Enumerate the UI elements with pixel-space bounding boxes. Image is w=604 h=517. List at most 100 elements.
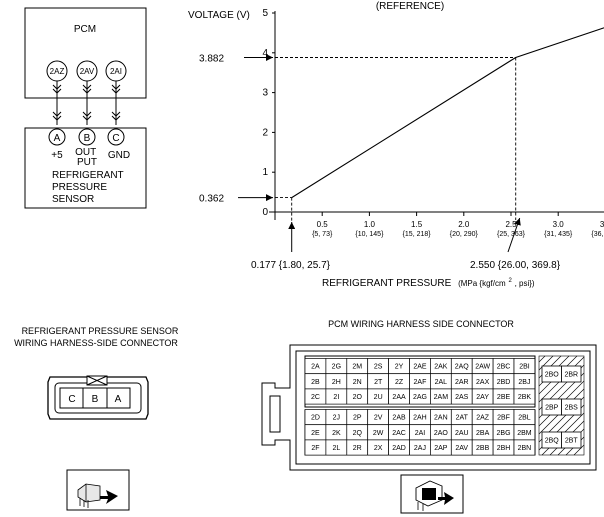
pcm-pin-cell-label: 2X [374, 445, 383, 452]
view-direction-icon [66, 469, 130, 511]
pcm-pin-cell-label: 2Y [395, 364, 404, 371]
pcm-pin-cell-label: 2O [353, 394, 363, 401]
pcm-pin-cell-label: 2BH [497, 445, 511, 452]
chart-title: (REFERENCE) [376, 1, 444, 12]
y-tick-label: 4 [262, 48, 268, 59]
x-tick-label: 1.0 [364, 220, 376, 229]
x-tick-label: 2.0 [458, 220, 470, 229]
pcm-pin-cell-label: 2J [333, 415, 340, 422]
pcm-pin-cell-label: 2M [352, 364, 362, 371]
sensor-pin-a: A [48, 128, 66, 146]
pcm-side-pin-cell [561, 398, 582, 416]
pcm-pin-cell-label: 2F [311, 445, 319, 452]
pcm-pin-cell-label: 2BJ [518, 379, 530, 386]
pcm-pin-cell-label: 2K [332, 430, 341, 437]
pcm-pin-cell-label: 2BB [476, 445, 490, 452]
x-ticks: 0.5{5, 73}1.0{10, 145}1.5{15, 218}2.0{20… [312, 212, 604, 238]
y-tick-label: 1 [262, 167, 268, 178]
y-tick-label: 2 [262, 127, 268, 138]
pcm-pin-cell-label: 2AX [476, 379, 490, 386]
pcm-pin-cell [513, 439, 536, 456]
pcm-side-pin-label: 2BT [565, 438, 579, 445]
x-tick-label: 0.5 [317, 220, 329, 229]
pcm-pin-label: 2AI [110, 67, 122, 76]
sensor-pin-label-output: OUT PUT [75, 147, 99, 168]
pcm-pin-cell-label: 2BD [497, 379, 511, 386]
sensor-connector-title-line: WIRING HARNESS-SIDE CONNECTOR [14, 338, 178, 348]
pcm-pin-cell-label: 2Q [353, 430, 363, 437]
pcm-pin-cell-label: 2BK [518, 394, 532, 401]
sensor-connector-pin-a: A [115, 394, 122, 405]
annotation-low-voltage: 0.362 [199, 194, 224, 205]
sensor-pin-letter: A [54, 133, 61, 144]
x-tick-sublabel: {10, 145} [355, 231, 384, 238]
chart-annotations: 3.882 0.362 0.177 {1.80, 25.7} 2.550 {26.00… [199, 53, 561, 271]
pcm-wiring-diagram: PCM 2AZ 2AV 2AI [24, 7, 147, 209]
chart-series [291, 27, 604, 199]
sensor-pin-letter: B [84, 133, 91, 144]
pcm-pin-cell-label: 2BC [497, 364, 511, 371]
pcm-pin-cell-label: 2D [311, 415, 320, 422]
pcm-pin-cell-label: 2U [374, 394, 383, 401]
pcm-pin-cell-label: 2AY [476, 394, 489, 401]
pcm-pin-cell-label: 2BG [497, 430, 511, 437]
pcm-side-pin-label: 2BP [545, 405, 559, 412]
x-tick-sublabel: {20, 290} [450, 231, 479, 238]
pcm-pin-cell-label: 2AT [456, 415, 469, 422]
pcm-pin-cell-label: 2AE [413, 364, 427, 371]
sensor-connector-pin-c: C [68, 394, 75, 405]
pcm-side-pin-label: 2BS [565, 405, 579, 412]
annotation-high-pressure: 2.550 {26.00, 369.8} [470, 260, 561, 271]
pcm-pin-2az: 2AZ [46, 60, 68, 82]
pcm-box [24, 7, 147, 99]
sensor-pin-b: B [78, 128, 96, 146]
pcm-pin-cell-label: 2AS [455, 394, 469, 401]
pcm-pin-cell-label: 2W [373, 430, 384, 437]
pcm-pin-cell-label: 2AO [434, 430, 449, 437]
pcm-pin-cell-label: 2B [311, 379, 320, 386]
annotation-low-pressure: 0.177 {1.80, 25.7} [251, 260, 331, 271]
pcm-pin-cell-label: 2H [332, 379, 341, 386]
sensor-name-line: SENSOR [52, 194, 94, 205]
x-tick-sublabel: {25, 363} [497, 231, 526, 238]
pcm-pin-cell-label: 2I [333, 394, 339, 401]
pcm-pin-cell-label: 2AD [392, 445, 406, 452]
x-tick-sublabel: {31, 435} [544, 231, 573, 238]
pcm-label: PCM [74, 24, 96, 35]
sensor-pin-c: C [107, 128, 125, 146]
pcm-pin-cell-label: 2AL [435, 379, 448, 386]
pcm-pin-cell [513, 388, 536, 405]
x-tick-label: 1.5 [411, 220, 423, 229]
pcm-pin-cell-label: 2A [311, 364, 320, 371]
pcm-pin-cell-label: 2BM [517, 430, 532, 437]
sensor-pin-label-gnd: GND [108, 150, 130, 161]
guide-lines [275, 57, 517, 222]
sensor-connector-title-line: REFRIGERANT PRESSURE SENSOR [22, 326, 179, 336]
pcm-side-pin-label: 2BO [545, 372, 560, 379]
pcm-pin-cell-label: 2Z [395, 379, 404, 386]
pcm-side-pin-label: 2BR [564, 372, 578, 379]
pcm-pin-cell-label: 2AM [434, 394, 449, 401]
pcm-view-direction-icon [400, 474, 464, 514]
annotation-high-voltage: 3.882 [199, 53, 224, 64]
pcm-pin-cell-label: 2BA [476, 430, 490, 437]
pcm-pin-cell-label: 2AR [455, 379, 469, 386]
pcm-pin-cell-label: 2G [332, 364, 341, 371]
pcm-pin-cell-label: 2AH [413, 415, 427, 422]
pcm-pin-cell-label: 2BN [518, 445, 532, 452]
y-axis-label: VOLTAGE (V) [188, 10, 250, 21]
pcm-side-pin-label: 2BQ [545, 438, 560, 445]
chart-axes [269, 11, 604, 220]
pcm-pin-cell-label: 2N [353, 379, 362, 386]
sensor-connector-pin-b: B [92, 394, 99, 405]
pcm-pin-cell-label: 2T [374, 379, 383, 386]
pcm-pin-2ai: 2AI [105, 60, 127, 82]
series-line [291, 27, 604, 199]
pcm-pin-cell-label: 2E [311, 430, 320, 437]
pcm-pin-cell-label: 2AC [392, 430, 406, 437]
pcm-pin-cell-label: 2S [374, 364, 383, 371]
pcm-pin-cell-label: 2AP [434, 445, 448, 452]
x-tick-label: 2.5 [505, 220, 517, 229]
